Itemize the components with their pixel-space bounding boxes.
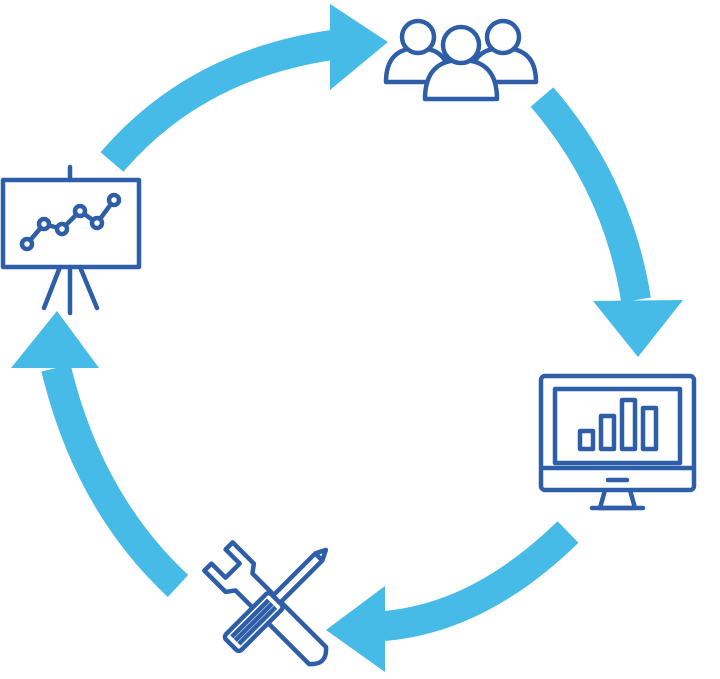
- wrench-screwdriver-icon: [202, 540, 329, 667]
- arrow-to-tools: [326, 521, 579, 672]
- monitor-bars: [577, 397, 659, 452]
- arrow-to-easel: [11, 311, 189, 597]
- easel-chart-points: [19, 192, 122, 252]
- arrow-to-monitor: [530, 87, 683, 357]
- monitor-bar-chart-icon: [538, 373, 697, 511]
- arrow-to-people: [100, 4, 388, 172]
- cycle-arrows: [11, 4, 683, 672]
- presentation-easel-icon: [0, 164, 142, 316]
- people-group-icon: [383, 18, 539, 102]
